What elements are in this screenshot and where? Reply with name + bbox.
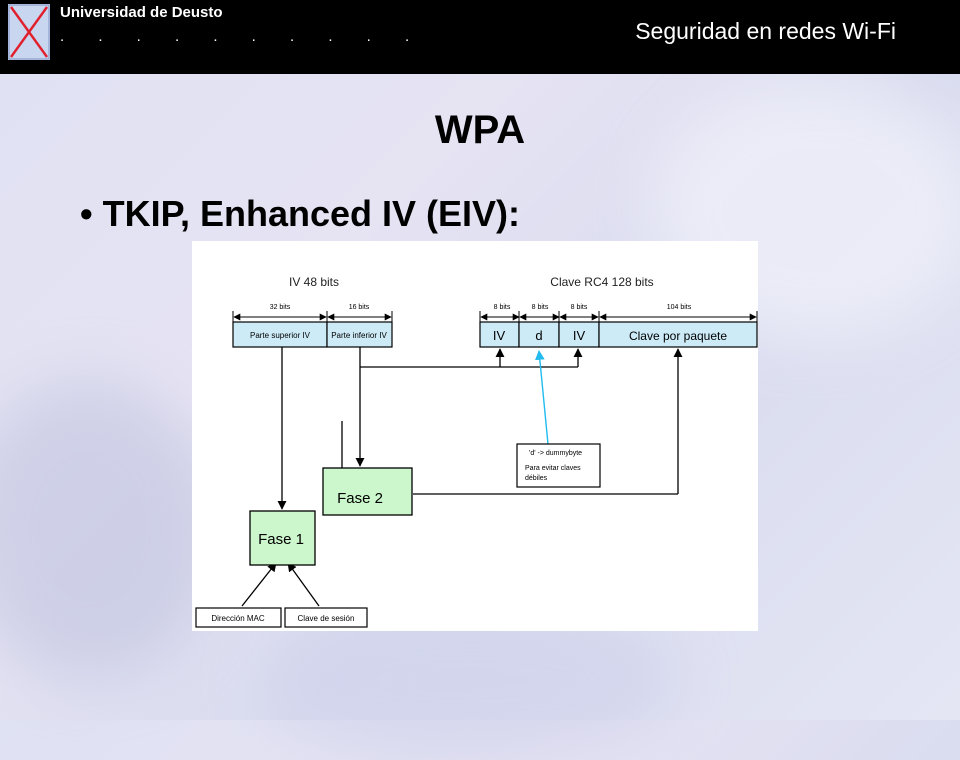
- dimension-lines: [232, 311, 758, 323]
- key-d-label: d: [535, 328, 542, 343]
- dummybyte-arrow: [534, 350, 549, 445]
- note-line-3: débiles: [525, 475, 548, 482]
- iv-title: IV 48 bits: [289, 275, 339, 289]
- course-title: Seguridad en redes Wi-Fi: [635, 18, 896, 44]
- dim-32-bits: 32 bits: [270, 304, 291, 311]
- dummybyte-note-box: [516, 443, 601, 488]
- note-line-1: 'd' -> dummybyte: [529, 450, 582, 457]
- fase-2-box: [322, 467, 413, 516]
- key-iv1-label: IV: [493, 328, 506, 343]
- dim-104-bits: 104 bits: [667, 304, 692, 311]
- dim-8-bits-c: 8 bits: [571, 304, 588, 311]
- note-line-2: Para evitar claves: [525, 465, 581, 472]
- slide-title: WPA: [434, 108, 526, 152]
- connector-lines: [241, 347, 683, 607]
- university-logo: [8, 4, 50, 60]
- parte-inferior-iv-label: Parte inferior IV: [331, 331, 387, 340]
- clave-por-paquete-label: Clave por paquete: [629, 329, 727, 343]
- dim-8-bits-b: 8 bits: [532, 304, 549, 311]
- clave-sesion-label: Clave de sesión: [298, 614, 355, 623]
- dim-8-bits-a: 8 bits: [494, 304, 511, 311]
- eiv-diagram-svg: IV 48 bits Clave RC4 128 bits 32 bits 16…: [195, 275, 758, 628]
- dim-16-bits: 16 bits: [349, 304, 370, 311]
- background-blob: [0, 380, 220, 680]
- bullet-text: TKIP, Enhanced IV (EIV):: [102, 193, 521, 234]
- university-name: Universidad de Deusto: [60, 4, 223, 21]
- key-iv2-box: [558, 321, 600, 348]
- clave-title: Clave RC4 128 bits: [550, 275, 653, 289]
- slide-header: Universidad de Deusto . . . . . . . . . …: [0, 0, 960, 74]
- fase-1-label: Fase 1: [258, 531, 304, 548]
- parte-superior-iv-label: Parte superior IV: [250, 331, 311, 340]
- key-iv2-label: IV: [573, 328, 586, 343]
- fase-1-box: [249, 510, 316, 566]
- direccion-mac-box: [195, 607, 282, 628]
- key-iv1-box: [479, 321, 520, 348]
- parte-superior-iv-box: [232, 321, 328, 348]
- fase-2-label: Fase 2: [337, 490, 383, 507]
- header-dots: . . . . . . . . . .: [60, 28, 425, 45]
- clave-por-paquete-box: [598, 321, 758, 348]
- clave-sesion-box: [284, 607, 368, 628]
- eiv-diagram: IV 48 bits Clave RC4 128 bits 32 bits 16…: [192, 241, 758, 631]
- bullet-point: • TKIP, Enhanced IV (EIV):: [80, 193, 521, 234]
- direccion-mac-label: Dirección MAC: [211, 614, 265, 623]
